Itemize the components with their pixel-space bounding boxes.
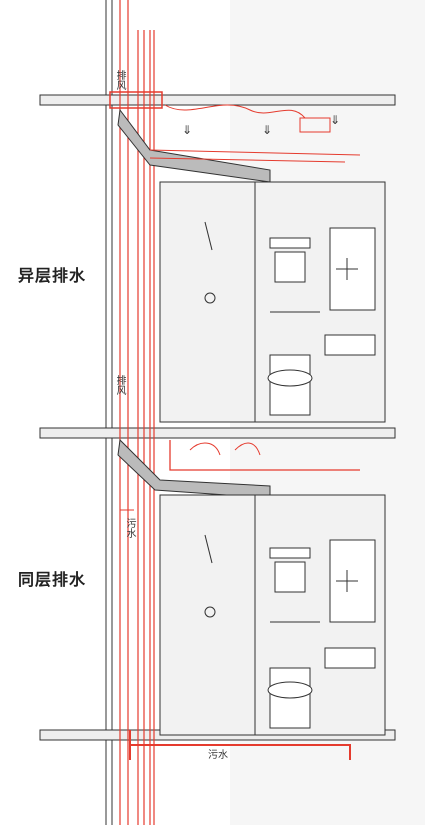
svg-text:⇓: ⇓ <box>330 113 340 127</box>
top-exhaust-duct: ⇓ ⇓ ⇓ <box>109 91 361 183</box>
bottom-sewage-drain <box>129 730 351 760</box>
same-floor-drainage-label: 同层排水 <box>18 570 87 589</box>
svg-text:⇓: ⇓ <box>182 123 192 137</box>
different-floor-drainage-label: 异层排水 <box>18 266 87 285</box>
sewage-label-vertical: 污水 <box>124 518 135 538</box>
svg-text:⇓: ⇓ <box>262 123 272 137</box>
exhaust-label-middle: 排风 <box>114 375 125 395</box>
lower-bathroom-pod <box>159 494 386 736</box>
exhaust-label-top: 排风 <box>114 70 125 90</box>
sewage-label-horizontal: 污水 <box>208 750 228 761</box>
upper-bathroom-pod <box>159 181 386 423</box>
